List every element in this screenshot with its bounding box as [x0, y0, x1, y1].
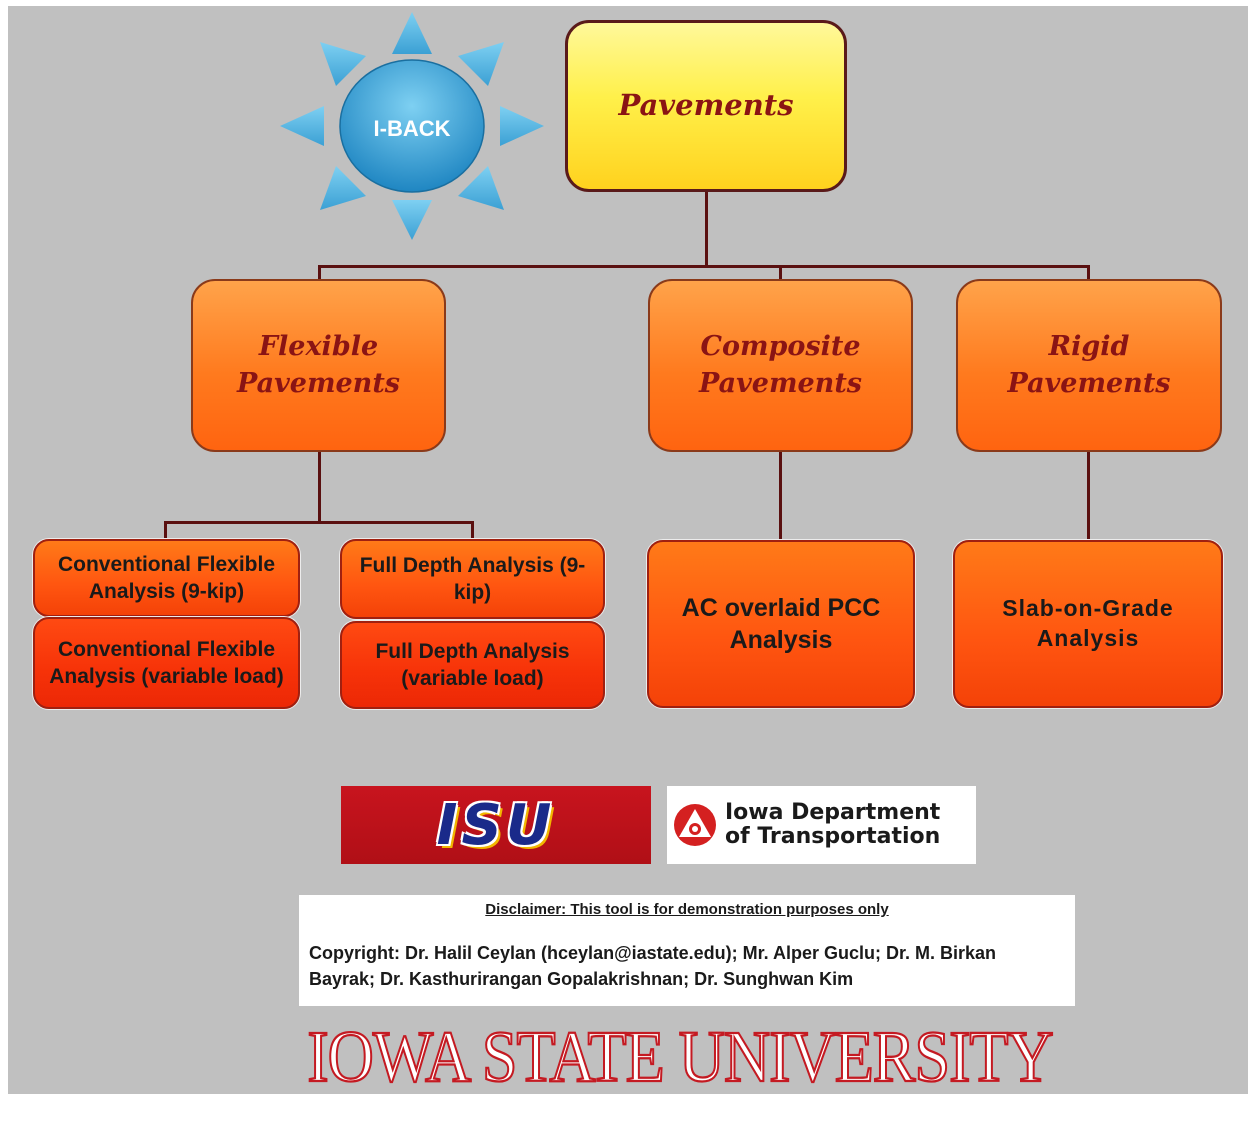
pavements-root-label: Pavements: [618, 88, 794, 123]
conventional-flexible-9kip-label: Conventional Flexible Analysis (9-kip): [57, 552, 276, 603]
flexible-line1: Flexible: [258, 331, 379, 363]
sun-badge-label: I-BACK: [374, 116, 451, 141]
ac-overlaid-pcc-button[interactable]: AC overlaid PCC Analysis: [647, 540, 915, 708]
slab-on-grade-button[interactable]: Slab-on-Grade Analysis: [953, 540, 1223, 708]
copyright-text: Copyright: Dr. Halil Ceylan (hceylan@ias…: [309, 943, 997, 990]
connector-rigid-up: [1087, 265, 1090, 281]
iowa-dot-text: Iowa Department of Transportation: [725, 799, 941, 849]
composite-pavements-label: Composite Pavements: [699, 329, 862, 402]
sun-icon: I-BACK: [280, 12, 544, 240]
full-depth-variable-button[interactable]: Full Depth Analysis (variable load): [340, 621, 605, 709]
conventional-flexible-variable-label: Conventional Flexible Analysis (variable…: [49, 637, 284, 688]
iowa-dot-emblem-icon: [674, 804, 716, 846]
full-depth-9kip-button[interactable]: Full Depth Analysis (9-kip): [340, 539, 605, 619]
i-back-sun-badge[interactable]: I-BACK: [278, 8, 546, 244]
conventional-flexible-variable-button[interactable]: Conventional Flexible Analysis (variable…: [33, 617, 300, 709]
composite-line1: Composite: [700, 331, 861, 363]
disclaimer-panel: Disclaimer: This tool is for demonstrati…: [299, 895, 1075, 1006]
connector-flexible-bar: [164, 521, 474, 524]
connector-composite-up: [779, 265, 782, 281]
iowa-dot-logo: Iowa Department of Transportation: [667, 786, 976, 864]
pavements-root-box: Pavements: [565, 20, 847, 192]
connector-flexible-up: [318, 265, 321, 281]
rigid-pavements-box: Rigid Pavements: [956, 279, 1222, 452]
full-depth-9kip-label: Full Depth Analysis (9-kip): [359, 553, 586, 604]
iowa-state-university-wordmark: IOWA STATE UNIVERSITY: [300, 1014, 1060, 1098]
connector-rigid-down: [1087, 452, 1090, 540]
rigid-line2: Pavements: [1007, 367, 1171, 399]
conventional-flexible-9kip-button[interactable]: Conventional Flexible Analysis (9-kip): [33, 539, 300, 617]
iowa-dot-line2: of Transportation: [725, 824, 941, 849]
iowa-dot-line1: Iowa Department: [725, 799, 941, 825]
connector-flexible-down: [318, 452, 321, 523]
flexible-pavements-label: Flexible Pavements: [237, 329, 400, 402]
flexible-line2: Pavements: [237, 367, 400, 399]
connector-root-down: [705, 192, 708, 266]
rigid-line1: Rigid: [1048, 331, 1130, 363]
ac-overlaid-pcc-label: AC overlaid PCC Analysis: [681, 593, 881, 655]
flexible-pavements-box: Flexible Pavements: [191, 279, 446, 452]
connector-composite-down: [779, 452, 782, 540]
composite-line2: Pavements: [699, 367, 862, 399]
isu-logo-text: ISU: [436, 792, 556, 858]
isu-logo: ISU: [341, 786, 651, 864]
connector-top-bar: [318, 265, 1090, 268]
wordmark-text: IOWA STATE UNIVERSITY: [306, 1014, 1054, 1098]
connector-full-up: [471, 521, 474, 539]
rigid-pavements-label: Rigid Pavements: [1008, 329, 1171, 402]
disclaimer-title: Disclaimer: This tool is for demonstrati…: [485, 901, 889, 918]
composite-pavements-box: Composite Pavements: [648, 279, 913, 452]
connector-conv-up: [164, 521, 167, 539]
slab-on-grade-label: Slab-on-Grade Analysis: [1002, 595, 1174, 651]
full-depth-variable-label: Full Depth Analysis (variable load): [375, 639, 570, 690]
